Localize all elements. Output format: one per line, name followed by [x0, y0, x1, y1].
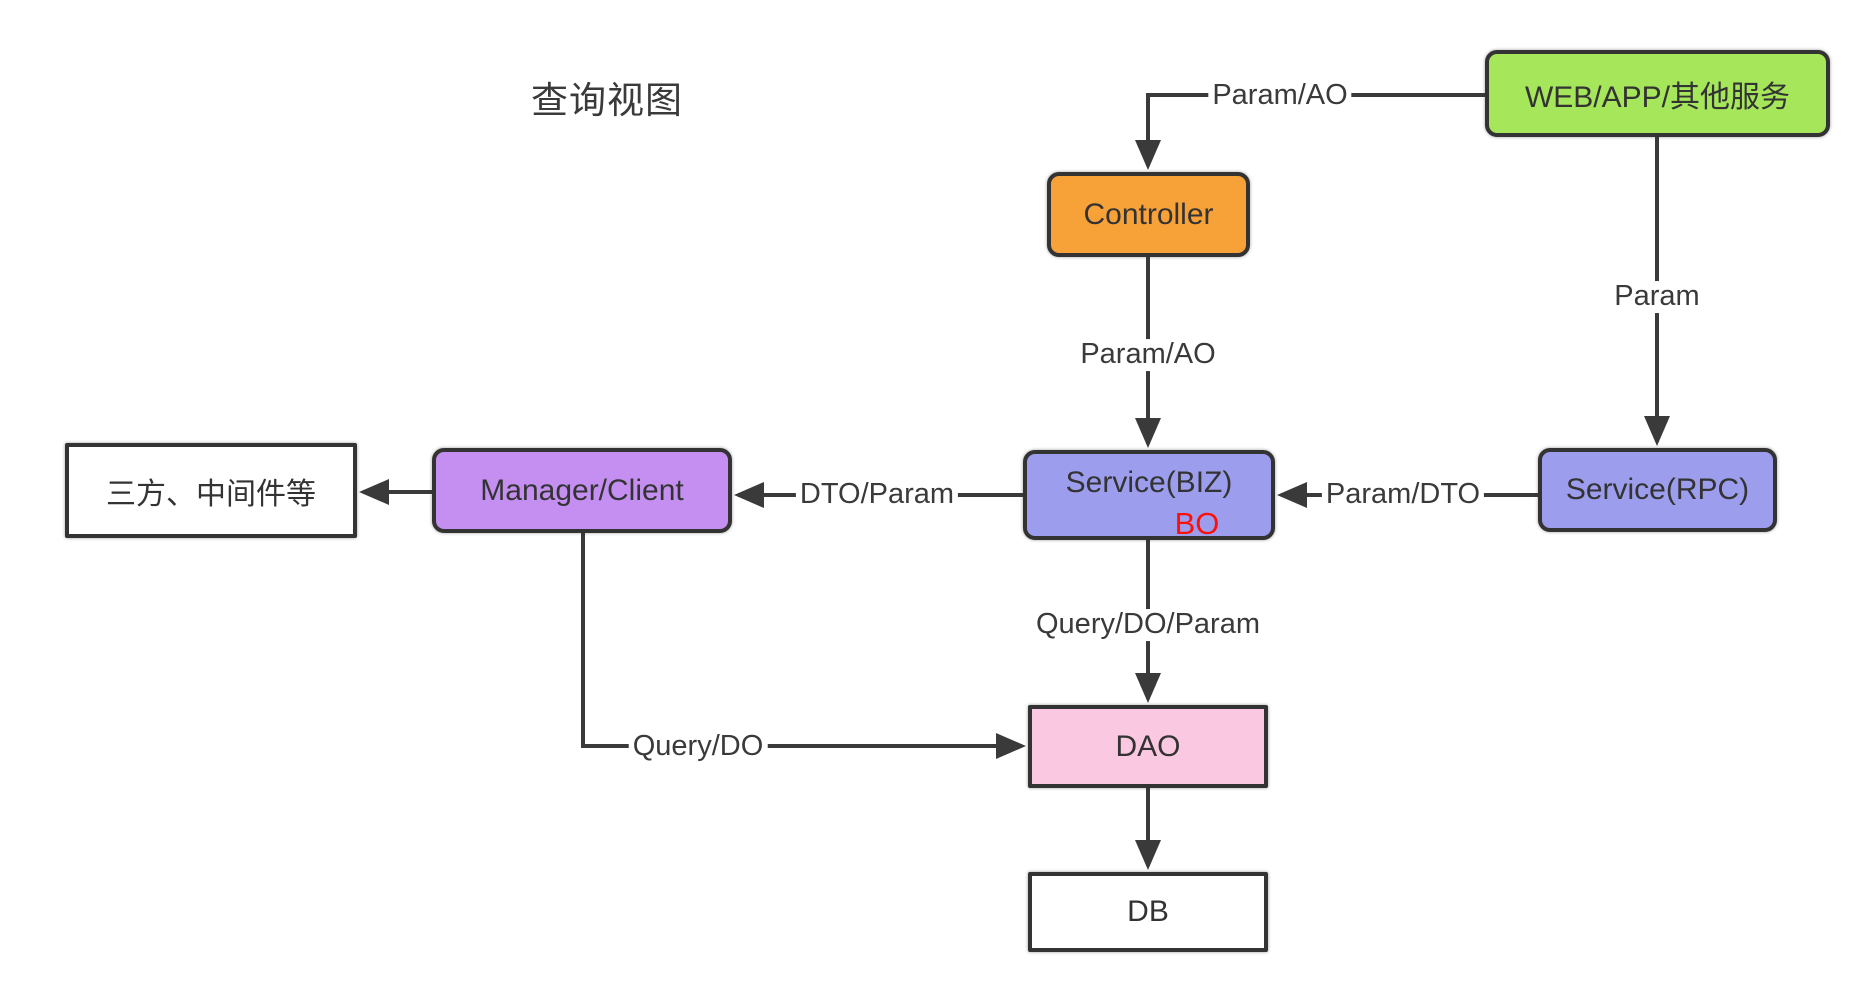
- edge-label-param-dto: Param/DTO: [1321, 478, 1485, 511]
- node-dao: DAO: [1028, 705, 1268, 788]
- edge-label-param-ao-mid: Param/AO: [1076, 338, 1220, 371]
- annotation-bo: BO: [1174, 506, 1220, 541]
- edge-label-param: Param: [1610, 280, 1704, 313]
- node-controller: Controller: [1047, 172, 1250, 257]
- edge-web-to-controller: [1135, 93, 1485, 170]
- page-title: 查询视图: [531, 80, 683, 121]
- node-service-rpc: Service(RPC): [1538, 448, 1777, 532]
- edge-label-query-do-param: Query/DO/Param: [1032, 608, 1264, 641]
- node-db: DB: [1028, 872, 1268, 952]
- edge-manager-to-dao: [581, 533, 1026, 759]
- node-third-party-middleware: 三方、中间件等: [65, 443, 357, 538]
- edge-label-param-ao-top: Param/AO: [1208, 79, 1352, 112]
- node-web-app-service: WEB/APP/其他服务: [1485, 50, 1830, 137]
- edge-label-dto-param: DTO/Param: [795, 478, 959, 511]
- node-manager-client: Manager/Client: [432, 448, 732, 533]
- node-service-biz: Service(BIZ): [1023, 450, 1275, 540]
- edge-label-query-do: Query/DO: [628, 730, 768, 763]
